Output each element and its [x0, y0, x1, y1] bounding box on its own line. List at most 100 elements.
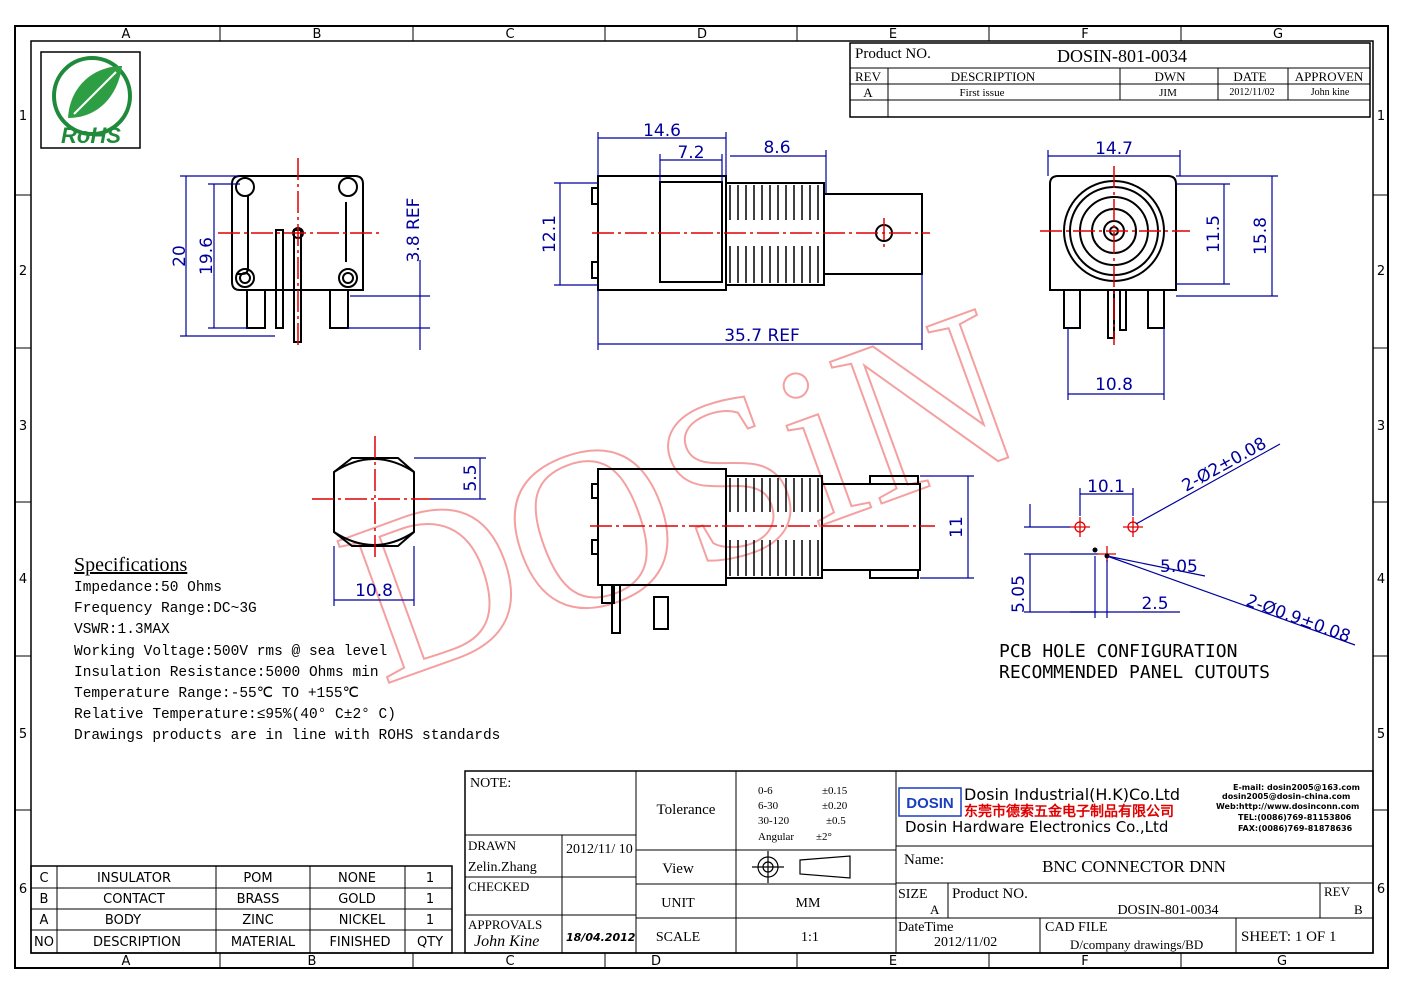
- description-value: First issue: [960, 87, 1005, 99]
- dim-35-7-ref: 35.7 REF: [724, 326, 800, 346]
- rev-value-bottom: B: [1354, 902, 1363, 917]
- product-no-top: DOSIN-801-0034: [1057, 46, 1187, 66]
- pcb-caption: PCB HOLE CONFIGURATION RECOMMENDED PANEL…: [999, 641, 1270, 683]
- col-f: F: [1081, 27, 1088, 42]
- rohs-text: RoHS: [61, 123, 121, 148]
- approvals-label: APPROVALS: [468, 917, 542, 932]
- size-value: A: [930, 902, 940, 917]
- row-3-right: 3: [1377, 419, 1385, 434]
- title-block-text: NOTE: DRAWN Zelin.Zhang 2012/11/ 10 CHEC…: [468, 776, 848, 950]
- col-g: G: [1273, 27, 1283, 42]
- bom-row-b-no: B: [40, 892, 49, 907]
- unit-value: MM: [796, 896, 821, 911]
- contact-email-2: dosin2005@dosin-china.com: [1222, 792, 1350, 801]
- bom-row-a-fin: NICKEL: [339, 913, 386, 928]
- rev-value: A: [863, 85, 873, 100]
- col-d: D: [697, 27, 707, 42]
- bom-header-desc: DESCRIPTION: [93, 935, 181, 950]
- bom-header-fin: FINISHED: [329, 935, 390, 950]
- row-6-right: 6: [1377, 882, 1385, 897]
- row-3: 3: [19, 419, 27, 434]
- dim-10-8-lower: 10.8: [355, 581, 393, 601]
- dim-12-1: 12.1: [540, 215, 560, 253]
- col-a-bottom: A: [122, 954, 131, 969]
- company-name-cn: 东莞市德索五金电子制品有限公司: [964, 803, 1174, 820]
- cad-file-label: CAD FILE: [1045, 920, 1108, 935]
- lower-front-dims: [333, 457, 486, 606]
- dim-5-05-horiz: 5.05: [1160, 557, 1198, 577]
- row-1: 1: [19, 109, 27, 124]
- scale-label: SCALE: [656, 930, 700, 945]
- top-view-centerlines: [592, 218, 930, 248]
- bom-header-mat: MATERIAL: [231, 935, 296, 950]
- row-6: 6: [19, 882, 27, 897]
- dim-11-5: 11.5: [1204, 215, 1224, 253]
- dim-11: 11: [947, 516, 967, 538]
- cad-file-value: D/company drawings/BD: [1070, 937, 1203, 952]
- front-view-dims: [180, 175, 430, 350]
- tol-value-4: ±2°: [816, 831, 832, 843]
- rohs-logo: RoHS: [40, 51, 141, 149]
- contact-fax: FAX:(0086)769-81878636: [1238, 824, 1353, 833]
- product-name: BNC CONNECTOR DNN: [1042, 857, 1226, 876]
- bom-table: [30, 865, 453, 954]
- bom-row-a-mat: ZINC: [242, 913, 274, 928]
- col-g-bottom: G: [1277, 954, 1287, 969]
- col-b-bottom: B: [308, 954, 317, 969]
- side-view-dim-text: 14.7 11.5 15.8 10.8: [1095, 139, 1271, 395]
- tol-value-2: ±0.20: [822, 800, 848, 812]
- bom-row-a-no: A: [40, 913, 49, 928]
- rev-label: REV: [1324, 884, 1351, 899]
- description-header: DESCRIPTION: [951, 69, 1036, 84]
- date-value: 2012/11/02: [1229, 87, 1274, 98]
- dim-2-5: 2.5: [1141, 594, 1168, 614]
- contact-tel: TEL:(0086)769-81153806: [1238, 813, 1352, 822]
- tolerance-label: Tolerance: [657, 802, 716, 818]
- bom-text: C INSULATOR POM NONE 1 B CONTACT BRASS G…: [34, 871, 443, 950]
- lower-front-view: [333, 457, 415, 547]
- contact-web: Web:http://www.dosinconn.com: [1216, 802, 1359, 811]
- pcb-dim-text: 10.1 2-Ø2±0.08 5.05 2.5 5.05 2-Ø0.9±0.08: [1009, 434, 1353, 647]
- dim-7-2: 7.2: [677, 143, 704, 163]
- lower-side-knurl: [729, 478, 819, 576]
- bom-row-c-fin: NONE: [338, 871, 376, 886]
- front-view-dim-text: 20 19.6 3.8 REF: [170, 198, 424, 275]
- product-no: DOSIN-801-0034: [1117, 903, 1218, 918]
- col-d-bottom: D: [651, 954, 661, 969]
- pcb-caption-line-1: PCB HOLE CONFIGURATION: [999, 641, 1237, 662]
- dosin-logo-text: DOSIN: [906, 795, 954, 812]
- tol-range-1: 0-6: [758, 785, 773, 797]
- tol-range-2: 6-30: [758, 800, 779, 812]
- spec-temperature-range: Temperature Range:-55℃ TO +155℃: [74, 686, 359, 703]
- spec-frequency-range: Frequency Range:DC~3G: [74, 601, 257, 618]
- view-label: View: [662, 861, 694, 877]
- datetime-value: 2012/11/02: [934, 935, 997, 950]
- row-4: 4: [19, 572, 27, 587]
- row-2-right: 2: [1377, 264, 1385, 279]
- dim-2-phi-2: 2-Ø2±0.08: [1179, 434, 1270, 497]
- dim-14-7: 14.7: [1095, 139, 1133, 159]
- approven-value: John kine: [1311, 87, 1350, 98]
- dwn-value: JIM: [1159, 87, 1177, 99]
- col-f-bottom: F: [1081, 954, 1088, 969]
- product-no-label: Product NO.: [952, 886, 1028, 902]
- spec-rohs-note: Drawings products are in line with ROHS …: [74, 728, 501, 745]
- pcb-layout: [1024, 443, 1356, 646]
- bom-row-c-mat: POM: [243, 871, 272, 886]
- company-block: DOSIN Dosin Industrial(H.K)Co.Ltd 东莞市德索五…: [898, 783, 1363, 952]
- contact-email: E-mail: dosin2005@163.com: [1233, 783, 1360, 792]
- bom-header-no: NO: [34, 935, 54, 950]
- bom-row-b-qty: 1: [426, 892, 434, 907]
- row-5: 5: [19, 727, 27, 742]
- company-contact: E-mail: dosin2005@163.com dosin2005@dosi…: [1216, 783, 1360, 833]
- row-numbers-right: 1 2 3 4 5 6: [1377, 109, 1385, 897]
- bom-row-c-no: C: [39, 871, 48, 886]
- tol-value-1: ±0.15: [822, 785, 848, 797]
- dim-14-6: 14.6: [643, 121, 681, 141]
- dim-2-phi-0-9: 2-Ø0.9±0.08: [1243, 591, 1353, 647]
- tol-range-4: Angular: [758, 831, 794, 843]
- lower-front-centerlines: [312, 436, 430, 560]
- bom-row-c-qty: 1: [426, 871, 434, 886]
- tol-value-3: ±0.5: [826, 815, 846, 827]
